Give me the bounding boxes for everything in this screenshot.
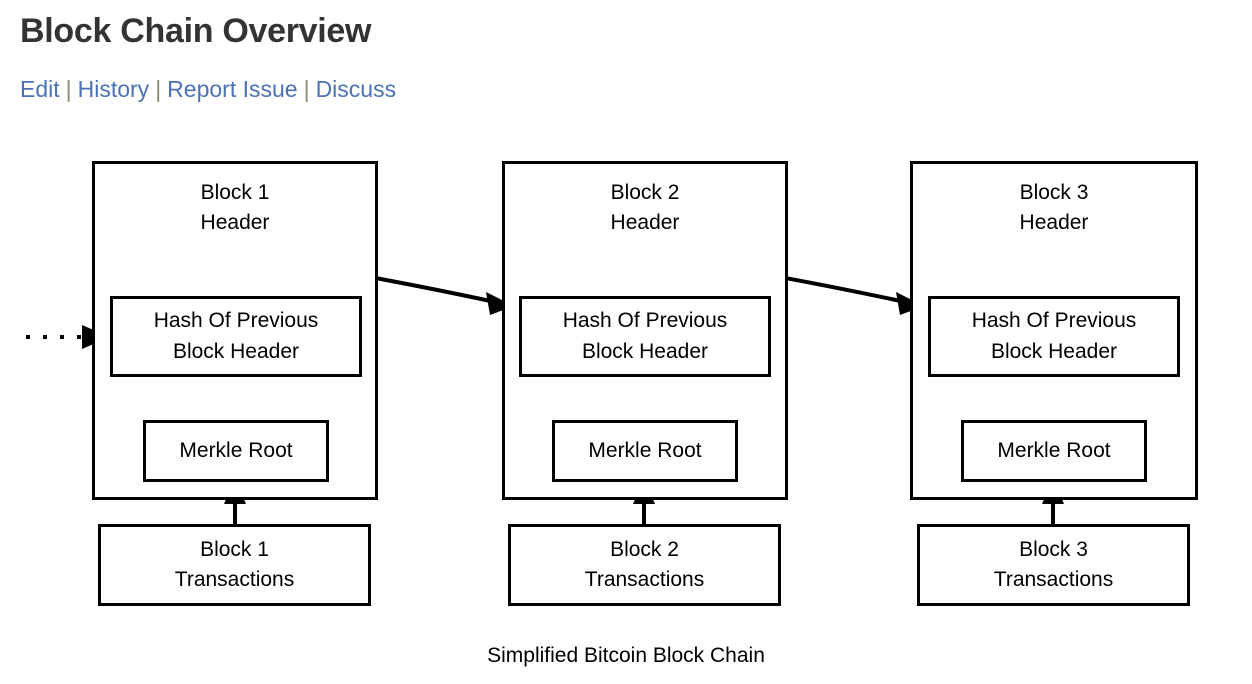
page-title: Block Chain Overview — [20, 12, 372, 50]
nav-link-discuss[interactable]: Discuss — [315, 76, 397, 102]
block-3-merkle-root-box: Merkle Root — [961, 420, 1147, 482]
block-2-hash-of-previous-box: Hash Of Previous Block Header — [519, 296, 771, 377]
block-1-header-label: Block 1 Header — [200, 181, 270, 235]
diagram-caption: Simplified Bitcoin Block Chain — [487, 644, 765, 667]
nav-separator: | — [155, 76, 162, 102]
block-1-hash-of-previous-box: Hash Of Previous Block Header — [110, 296, 362, 377]
nav-links: Edit|History|Report Issue|Discuss — [20, 78, 396, 101]
nav-link-report-issue[interactable]: Report Issue — [167, 76, 298, 102]
block-3-header-label: Block 3 Header — [1019, 181, 1089, 235]
block-1-merkle-root-box: Merkle Root — [143, 420, 329, 482]
block-2-header-label: Block 2 Header — [610, 181, 680, 235]
nav-separator: | — [303, 76, 310, 102]
block-3-hash-of-previous-box: Hash Of Previous Block Header — [928, 296, 1180, 377]
block-2-merkle-root-box: Merkle Root — [552, 420, 738, 482]
block-3-transactions-box: Block 3 Transactions — [917, 524, 1190, 606]
nav-link-history[interactable]: History — [77, 76, 150, 102]
block-1-transactions-box: Block 1 Transactions — [98, 524, 371, 606]
block-2-transactions-box: Block 2 Transactions — [508, 524, 781, 606]
nav-link-edit[interactable]: Edit — [20, 76, 60, 102]
nav-separator: | — [65, 76, 72, 102]
